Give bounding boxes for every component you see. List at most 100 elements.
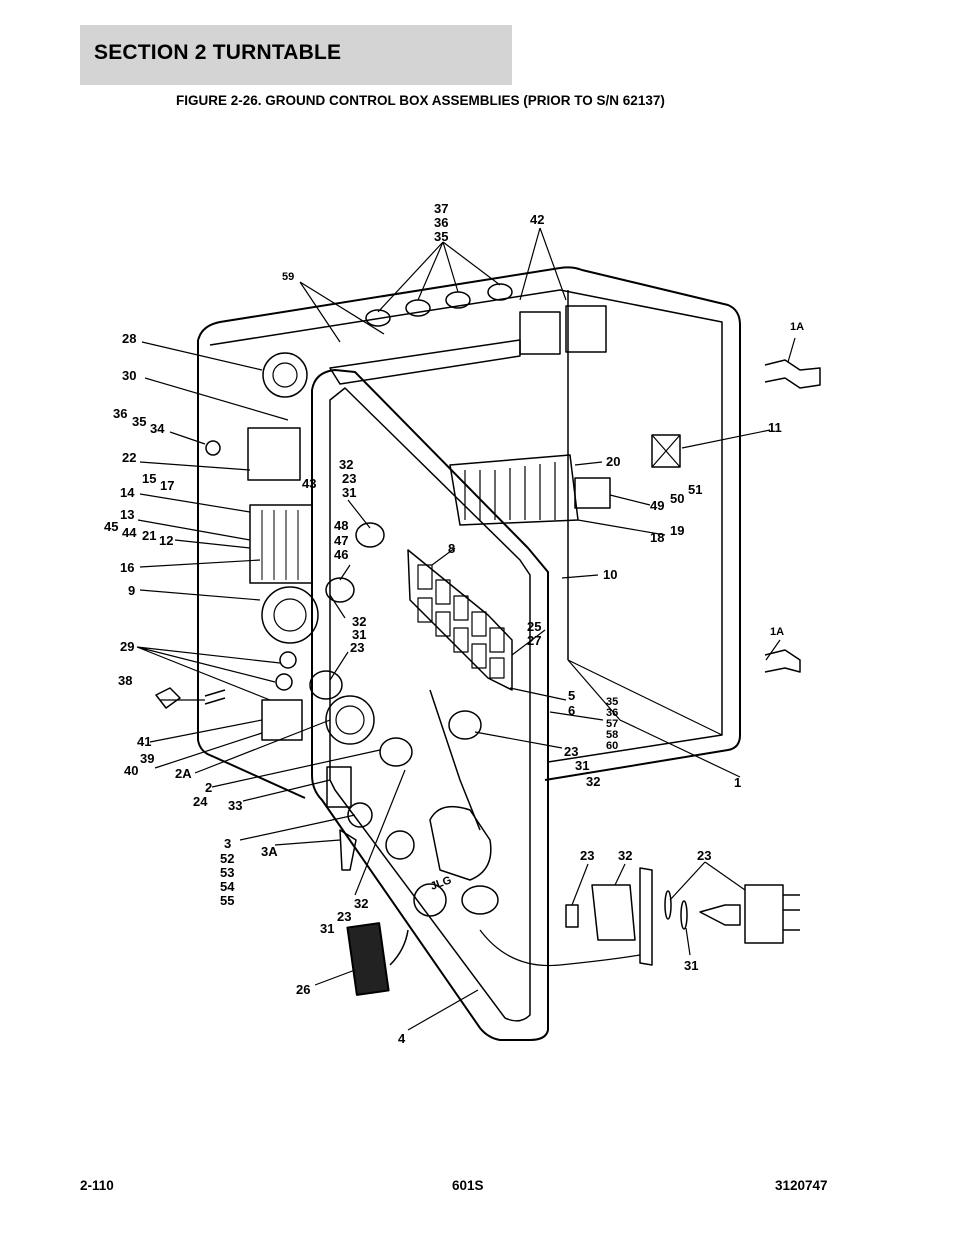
bracket (247, 427, 301, 481)
callout-35: 35 (434, 229, 448, 244)
enclosure-left-edge (197, 340, 306, 799)
callout-28: 28 (122, 331, 136, 346)
lamp (365, 309, 391, 327)
wire-nut (155, 687, 181, 709)
relay (574, 477, 611, 509)
callout-32: 32 (354, 896, 368, 911)
callout-40: 40 (124, 763, 138, 778)
callout-30: 30 (122, 368, 136, 383)
callout-42: 42 (530, 212, 544, 227)
toggle-switch (325, 577, 355, 603)
callout-23: 23 (580, 848, 594, 863)
figure-caption: FIGURE 2-26. GROUND CONTROL BOX ASSEMBLI… (176, 93, 665, 108)
lamp (405, 299, 431, 317)
leader-lines (136, 227, 796, 1031)
callout-9: 9 (128, 583, 135, 598)
callout-39: 39 (140, 751, 154, 766)
callout-6: 6 (568, 703, 575, 718)
document-number: 3120747 (775, 1178, 828, 1193)
callout-14: 14 (120, 485, 135, 500)
callout-58: 58 (606, 729, 618, 741)
emergency-stop-button (325, 695, 375, 745)
toggle-switch (379, 737, 413, 767)
callout-35: 35 (606, 696, 618, 708)
callout-17: 17 (160, 478, 174, 493)
relay-42-b (565, 305, 607, 353)
lamp (487, 283, 513, 301)
callout-41: 41 (137, 734, 151, 749)
key-switch (347, 802, 373, 828)
terminal-block-left (249, 504, 313, 584)
callout-31: 31 (352, 627, 366, 642)
callout-24: 24 (193, 794, 208, 809)
callout-12: 12 (159, 533, 173, 548)
callout-54: 54 (220, 879, 235, 894)
callout-16: 16 (120, 560, 134, 575)
callout-32: 32 (618, 848, 632, 863)
callout-15: 15 (142, 471, 156, 486)
key (339, 829, 357, 871)
callout-22: 22 (122, 450, 136, 465)
callout-27: 27 (527, 633, 541, 648)
callout-51: 51 (688, 482, 702, 497)
callout-57: 57 (606, 718, 618, 730)
toggle-switch-body (744, 884, 784, 944)
callout-38: 38 (118, 673, 132, 688)
enclosure-inner-edge (209, 289, 723, 763)
callout-8: 8 (448, 541, 455, 556)
callout-37: 37 (434, 201, 448, 216)
callout-31: 31 (320, 921, 334, 936)
callout-55: 55 (220, 893, 234, 908)
callout-36: 36 (113, 406, 127, 421)
callout-1A: 1A (770, 626, 784, 638)
callout-34: 34 (150, 421, 165, 436)
callout-59: 59 (282, 271, 294, 283)
callout-32: 32 (586, 774, 600, 789)
callout-44: 44 (122, 525, 137, 540)
decal-11 (651, 434, 681, 468)
callout-1: 1 (734, 775, 741, 790)
callout-31: 31 (342, 485, 356, 500)
callout-18: 18 (650, 530, 664, 545)
callout-32: 32 (339, 457, 353, 472)
callout-29: 29 (120, 639, 134, 654)
callout-23: 23 (337, 909, 351, 924)
section-header-bar: SECTION 2 TURNTABLE (80, 25, 512, 85)
terminal-strip (449, 454, 579, 526)
callout-46: 46 (334, 547, 348, 562)
callout-4: 4 (398, 1031, 406, 1046)
logo-text: JLG (429, 874, 453, 893)
callout-11: 11 (768, 420, 782, 435)
callout-10: 10 (603, 567, 617, 582)
callout-32: 32 (352, 614, 366, 629)
toggle-switch (355, 522, 385, 548)
callout-31: 31 (684, 958, 698, 973)
door-panel (311, 369, 549, 1041)
callout-49: 49 (650, 498, 664, 513)
relay-42-a (519, 311, 561, 355)
callout-3: 3 (224, 836, 231, 851)
callout-1A: 1A (790, 321, 804, 333)
callout-36: 36 (434, 215, 448, 230)
callout-31: 31 (575, 758, 589, 773)
callout-45: 45 (104, 519, 118, 534)
callout-2A: 2A (175, 766, 192, 781)
callout-26: 26 (296, 982, 310, 997)
enclosure-outline (197, 266, 741, 781)
model-name: 601S (452, 1178, 484, 1193)
callout-53: 53 (220, 865, 234, 880)
switch-boot (591, 884, 636, 941)
strain-relief (262, 352, 308, 398)
callout-23: 23 (697, 848, 711, 863)
toggle-switch (309, 670, 343, 700)
callout-35: 35 (132, 414, 146, 429)
callout-21: 21 (142, 528, 156, 543)
callout-5: 5 (568, 688, 575, 703)
callout-52: 52 (220, 851, 234, 866)
callout-60: 60 (606, 740, 618, 752)
hourmeter (326, 766, 352, 808)
callout-20: 20 (606, 454, 620, 469)
door-panel-inner (329, 387, 531, 1022)
toggle-switch (448, 710, 482, 740)
